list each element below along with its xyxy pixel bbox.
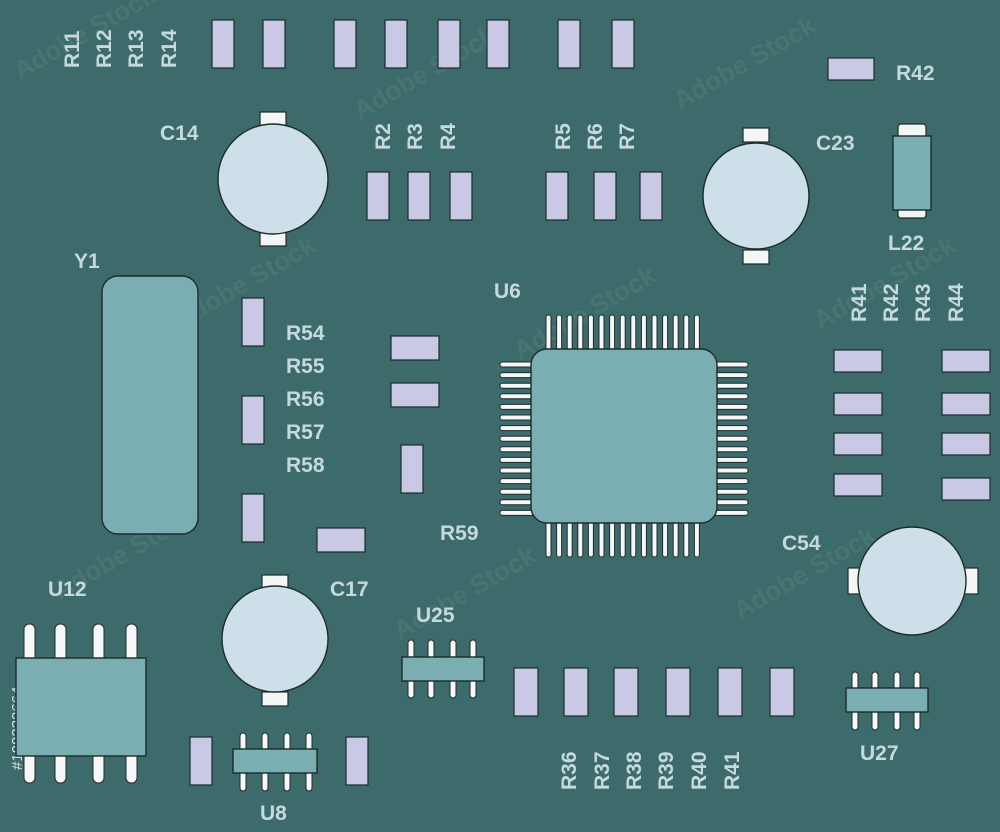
label-r37: R37 — [591, 751, 614, 790]
label-r57: R57 — [286, 421, 325, 444]
label-u25: U25 — [416, 604, 455, 627]
capacitor-c14 — [217, 111, 329, 247]
resistor-r5 — [545, 171, 569, 221]
resistor-r56 — [241, 395, 265, 445]
label-r42-top: R42 — [896, 62, 935, 85]
bottom-resistor-row — [513, 667, 795, 717]
label-r12: R12 — [93, 29, 116, 68]
resistor — [262, 19, 286, 69]
resistor — [833, 432, 883, 456]
resistor-r38 — [613, 667, 639, 717]
resistor-r39 — [665, 667, 691, 717]
label-r3: R3 — [404, 123, 427, 150]
resistor-r4 — [449, 171, 473, 221]
resistor — [833, 392, 883, 416]
label-c54: C54 — [782, 532, 821, 555]
resistor-r6 — [593, 171, 617, 221]
resistor — [390, 335, 440, 361]
resistor — [390, 382, 440, 408]
resistor-r40 — [717, 667, 743, 717]
label-r54: R54 — [286, 322, 325, 345]
resistor-r41-bottom — [769, 667, 795, 717]
label-r11: R11 — [61, 30, 84, 68]
label-r56: R56 — [286, 388, 325, 411]
capacitor-c17 — [221, 574, 329, 707]
label-r7: R7 — [616, 123, 639, 150]
resistor-r42-top — [827, 57, 875, 81]
resistor — [941, 432, 991, 456]
label-r39: R39 — [655, 751, 678, 790]
resistor — [211, 19, 235, 69]
ic-u6 — [530, 348, 718, 524]
label-r59: R59 — [440, 522, 479, 545]
capacitor-c23 — [702, 127, 810, 265]
resistor — [941, 392, 991, 416]
label-r6: R6 — [584, 123, 607, 150]
capacitor-c54 — [847, 526, 979, 636]
resistor-r54 — [241, 297, 265, 347]
label-l22: L22 — [888, 232, 924, 255]
resistor-r37 — [563, 667, 589, 717]
resistor — [189, 736, 213, 786]
resistor-r36 — [513, 667, 539, 717]
label-c14: C14 — [160, 122, 199, 145]
resistor — [345, 736, 369, 786]
resistor-r7 — [639, 171, 663, 221]
label-r40: R40 — [688, 751, 711, 790]
label-u8: U8 — [260, 802, 287, 825]
ic-u8 — [189, 732, 369, 792]
resistor — [557, 19, 581, 69]
resistor-r59 — [400, 444, 424, 494]
label-r2: R2 — [372, 123, 395, 150]
ic-u12 — [15, 623, 147, 784]
resistor-r3 — [407, 171, 431, 221]
resistor — [941, 349, 991, 373]
resistor — [437, 19, 461, 69]
resistor-r2 — [366, 171, 390, 221]
label-r41-bottom: R41 — [721, 751, 744, 790]
label-r13: R13 — [125, 29, 148, 68]
label-r38: R38 — [623, 751, 646, 790]
resistor-r58 — [241, 493, 265, 543]
ic-u25 — [401, 639, 485, 699]
label-c23: C23 — [816, 132, 855, 155]
ic-u27 — [845, 671, 929, 731]
resistor — [833, 349, 883, 373]
label-y1: Y1 — [74, 250, 100, 273]
label-r36: R36 — [558, 751, 581, 790]
top-resistor-row — [211, 19, 635, 69]
resistor — [333, 19, 357, 69]
resistor — [384, 19, 408, 69]
resistor — [833, 473, 883, 497]
label-r42-right: R42 — [880, 283, 903, 322]
label-r44: R44 — [945, 283, 968, 322]
label-r41-right: R41 — [848, 283, 871, 322]
label-r14: R14 — [158, 29, 181, 68]
label-u27: U27 — [860, 742, 899, 765]
resistor — [486, 19, 510, 69]
inductor-l22 — [892, 123, 932, 219]
label-c17: C17 — [330, 578, 369, 601]
label-u12: U12 — [48, 578, 87, 601]
label-r5: R5 — [552, 123, 575, 150]
label-r55: R55 — [286, 355, 325, 378]
resistor — [316, 527, 366, 553]
right-resistor-columns — [833, 349, 991, 501]
resistor — [941, 477, 991, 501]
label-u6: U6 — [494, 280, 521, 303]
crystal-y1 — [101, 275, 199, 535]
label-r4: R4 — [437, 123, 460, 150]
resistor — [611, 19, 635, 69]
label-r43: R43 — [912, 283, 935, 322]
label-r58: R58 — [286, 454, 325, 477]
